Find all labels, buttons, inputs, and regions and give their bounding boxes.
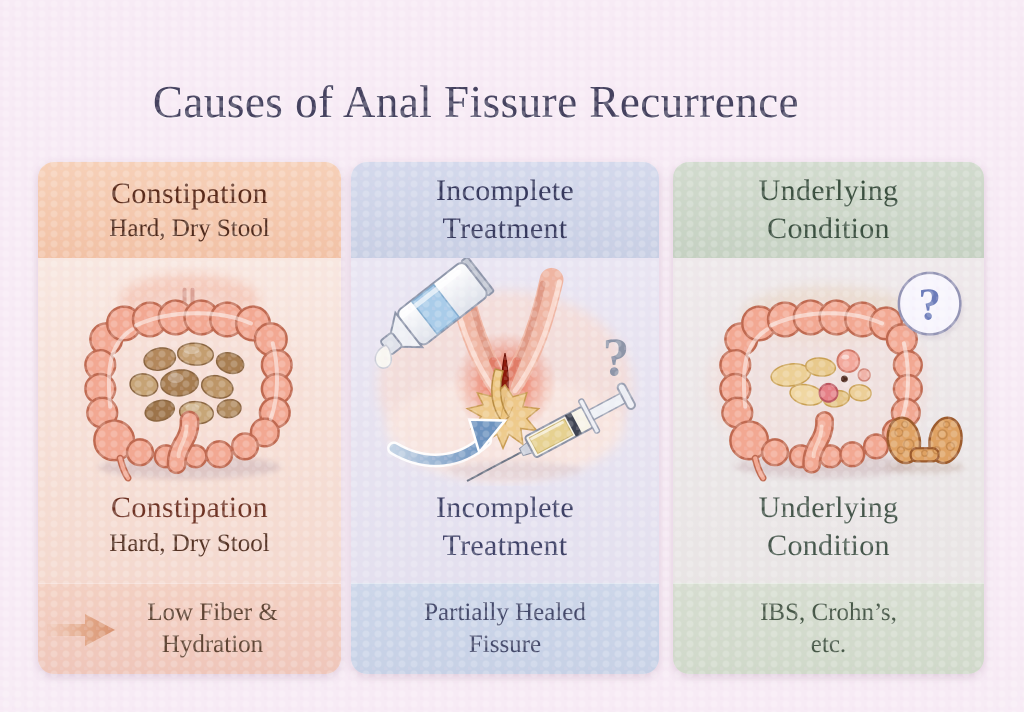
syringe-shadow <box>447 461 583 480</box>
page-title: Causes of Anal Fissure Recurrence <box>152 77 800 128</box>
footer-line1: Partially Healed <box>424 599 586 626</box>
panel-header-title-line2: Condition <box>767 212 890 245</box>
panel-constipation: Constipation Hard, Dry Stool <box>38 162 341 674</box>
panel-constipation-caption: Constipation Hard, Dry Stool <box>38 486 341 560</box>
underlying-condition-illustration: ? <box>673 258 984 486</box>
panel-header-title-line1: Underlying <box>758 174 899 207</box>
colon-hard-stool-icon <box>72 273 307 482</box>
panel-header-title-line1: Incomplete <box>436 174 574 207</box>
caption-subtitle: Hard, Dry Stool <box>109 530 270 557</box>
thyroid-icon <box>885 416 965 475</box>
footer-label: IBS, Crohn’s, etc. <box>760 597 897 661</box>
panel-header-title-line2: Treatment <box>442 212 568 245</box>
caption-title-line1: Underlying <box>758 491 899 524</box>
colon-question-thyroid-icon: ? <box>707 271 965 482</box>
panel-incomplete-treatment: Incomplete Treatment <box>351 162 659 674</box>
fissure-treatment-icon: ? <box>374 258 636 482</box>
cream-drop <box>374 344 393 369</box>
caption-title-line2: Condition <box>767 529 890 562</box>
caption-title-line1: Incomplete <box>436 491 574 524</box>
question-mark-icon: ? <box>603 327 630 387</box>
footer-line2: Fissure <box>468 631 542 658</box>
panel-incomplete-treatment-caption: Incomplete Treatment <box>351 486 659 565</box>
question-mark-icon: ? <box>918 278 941 329</box>
panel-underlying-condition-caption: Underlying Condition <box>673 486 984 565</box>
footer-line2: etc. <box>810 631 847 658</box>
footer-line2: Hydration <box>161 631 264 658</box>
incomplete-treatment-illustration: ? <box>351 258 659 486</box>
panel-underlying-condition: Underlying Condition <box>673 162 984 674</box>
footer-label: Low Fiber & Hydration <box>101 597 278 661</box>
panel-incomplete-treatment-body: ? Incomplete Treatment <box>351 258 659 674</box>
caption-title-line2: Treatment <box>442 529 568 562</box>
panel-constipation-header: Constipation Hard, Dry Stool <box>38 162 341 258</box>
panel-incomplete-treatment-footer: Partially Healed Fissure <box>351 583 659 674</box>
panel-incomplete-treatment-header: Incomplete Treatment <box>351 162 659 258</box>
caption-title: Constipation <box>111 491 268 524</box>
right-arrow-icon <box>47 614 115 646</box>
panel-underlying-condition-footer: IBS, Crohn’s, etc. <box>673 583 984 674</box>
footer-line1: Low Fiber & <box>147 599 278 626</box>
footer-label: Partially Healed Fissure <box>424 597 586 661</box>
constipation-illustration <box>38 258 341 486</box>
panel-constipation-body: Constipation Hard, Dry Stool Low Fiber &… <box>38 258 341 674</box>
panel-underlying-condition-header: Underlying Condition <box>673 162 984 258</box>
panel-constipation-header-subtitle: Hard, Dry Stool <box>109 215 270 242</box>
panel-constipation-header-title: Constipation <box>111 177 268 210</box>
panel-constipation-footer: Low Fiber & Hydration <box>38 583 341 674</box>
panel-underlying-condition-body: ? Underlying Condition <box>673 258 984 674</box>
footer-line1: IBS, Crohn’s, <box>760 599 897 626</box>
